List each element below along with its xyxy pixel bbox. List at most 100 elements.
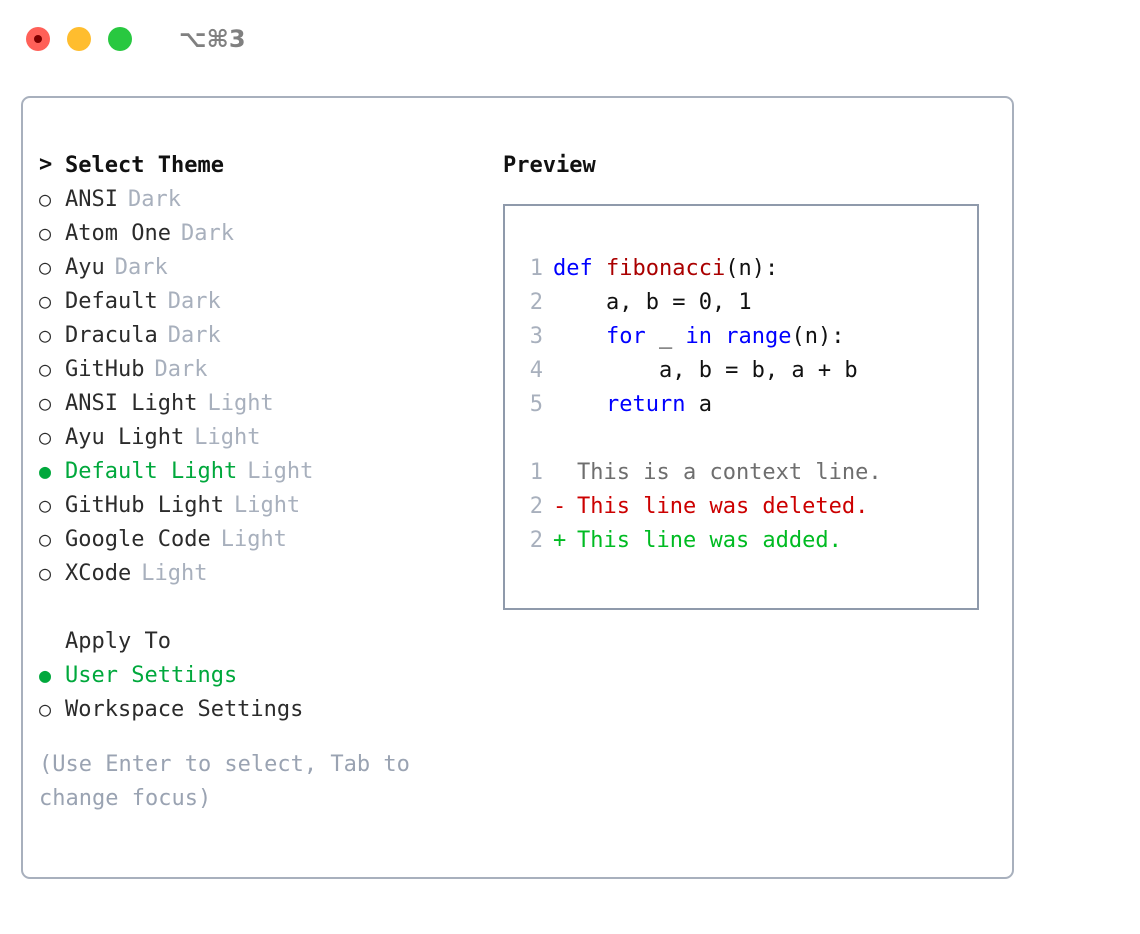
maximize-window-icon[interactable] <box>108 27 132 51</box>
select-theme-title: Select Theme <box>65 152 224 178</box>
theme-name: XCode <box>65 560 132 586</box>
radio-unselected-icon[interactable]: ○ <box>39 289 52 313</box>
diff-line: 1 This is a context line. <box>519 456 969 490</box>
radio-unselected-icon[interactable]: ○ <box>39 323 52 347</box>
line-number: 2 <box>529 290 543 315</box>
code-line: 2 a, b = 0, 1 <box>519 286 969 320</box>
line-number: 1 <box>529 256 543 281</box>
keyboard-hint-text: (Use Enter to select, Tab to change focu… <box>39 752 424 811</box>
radio-unselected-icon[interactable]: ○ <box>39 561 52 585</box>
line-number: 4 <box>529 358 543 383</box>
theme-name: Default <box>65 288 158 314</box>
apply-to-label: User Settings <box>65 662 238 688</box>
radio-unselected-icon[interactable]: ○ <box>39 187 52 211</box>
code-line: 5 return a <box>519 388 969 422</box>
line-number: 1 <box>529 460 543 485</box>
theme-name: Ayu <box>65 254 105 280</box>
radio-selected-icon[interactable]: ● <box>39 459 52 483</box>
apply-to-list: ● User Settings ○ Workspace Settings <box>39 658 489 726</box>
radio-unselected-icon[interactable]: ○ <box>39 255 52 279</box>
theme-name: Atom One <box>65 220 171 246</box>
code-token: _ <box>645 324 686 349</box>
apply-to-label: Workspace Settings <box>65 696 304 722</box>
theme-variant-label: Dark <box>167 288 221 314</box>
theme-name: GitHub <box>65 356 145 382</box>
code-token: range <box>725 324 792 349</box>
radio-unselected-icon[interactable]: ○ <box>39 391 52 415</box>
line-number: 5 <box>529 392 543 417</box>
code-line: 1 def fibonacci(n): <box>519 252 969 286</box>
theme-variant-label: Light <box>247 458 314 484</box>
preview-title: Preview <box>503 152 596 178</box>
theme-name: ANSI <box>65 186 118 212</box>
theme-variant-label: Dark <box>167 322 221 348</box>
line-number: 2 <box>529 494 543 519</box>
diff-block: 1 This is a context line.2-This line was… <box>519 456 969 558</box>
theme-name: Google Code <box>65 526 211 552</box>
theme-variant-label: Dark <box>127 186 181 212</box>
code-token <box>553 324 606 349</box>
theme-list-item[interactable]: ○ XCode Light <box>39 556 489 590</box>
theme-list-item[interactable]: ○ Ayu Light Light <box>39 420 489 454</box>
diff-line: 2-This line was deleted. <box>519 490 969 524</box>
apply-to-item[interactable]: ○ Workspace Settings <box>39 692 489 726</box>
theme-name: ANSI Light <box>65 390 198 416</box>
apply-to-item[interactable]: ● User Settings <box>39 658 489 692</box>
theme-variant-label: Light <box>141 560 208 586</box>
diff-gap <box>519 422 969 456</box>
diff-marker <box>553 456 577 490</box>
theme-variant-label: Light <box>194 424 261 450</box>
code-token: (n): <box>725 256 779 281</box>
code-line: 4 a, b = b, a + b <box>519 354 969 388</box>
radio-selected-icon[interactable]: ● <box>39 663 52 687</box>
theme-list-item[interactable]: ○ GitHub Dark <box>39 352 489 386</box>
radio-unselected-icon[interactable]: ○ <box>39 357 52 381</box>
radio-unselected-icon[interactable]: ○ <box>39 425 52 449</box>
code-token: a <box>685 392 712 417</box>
code-token: a, b = b, a + b <box>553 358 858 383</box>
radio-unselected-icon[interactable]: ○ <box>39 527 52 551</box>
theme-name: Default Light <box>65 458 238 484</box>
radio-unselected-icon[interactable]: ○ <box>39 221 52 245</box>
diff-text: This line was deleted. <box>577 494 869 519</box>
minimize-window-icon[interactable] <box>67 27 91 51</box>
diff-text: This line was added. <box>577 528 842 553</box>
code-token: fibonacci <box>606 256 726 281</box>
cursor-marker-icon: > <box>39 152 53 177</box>
diff-line: 2 + This line was added. <box>519 524 969 558</box>
theme-variant-label: Dark <box>154 356 208 382</box>
theme-list-item[interactable]: ○ Default Dark <box>39 284 489 318</box>
line-number: 3 <box>529 324 543 349</box>
title-bar: ⌥⌘3 <box>0 0 1140 78</box>
diff-marker: + <box>553 528 567 553</box>
line-number: 2 <box>529 528 543 553</box>
radio-unselected-icon[interactable]: ○ <box>39 697 52 721</box>
code-token: def <box>553 256 593 281</box>
code-token: in <box>685 324 712 349</box>
close-window-icon[interactable] <box>26 27 50 51</box>
theme-list-item[interactable]: ● Default Light Light <box>39 454 489 488</box>
theme-name: Ayu Light <box>65 424 185 450</box>
select-theme-header: > Select Theme <box>39 148 489 182</box>
traffic-lights <box>26 27 132 51</box>
radio-unselected-icon[interactable]: ○ <box>39 493 52 517</box>
diff-text: This is a context line. <box>577 460 882 485</box>
theme-list-item[interactable]: ○ ANSI Dark <box>39 182 489 216</box>
theme-name: GitHub Light <box>65 492 224 518</box>
code-token <box>593 256 606 281</box>
code-token: (n): <box>791 324 845 349</box>
diff-marker: - <box>553 494 567 519</box>
